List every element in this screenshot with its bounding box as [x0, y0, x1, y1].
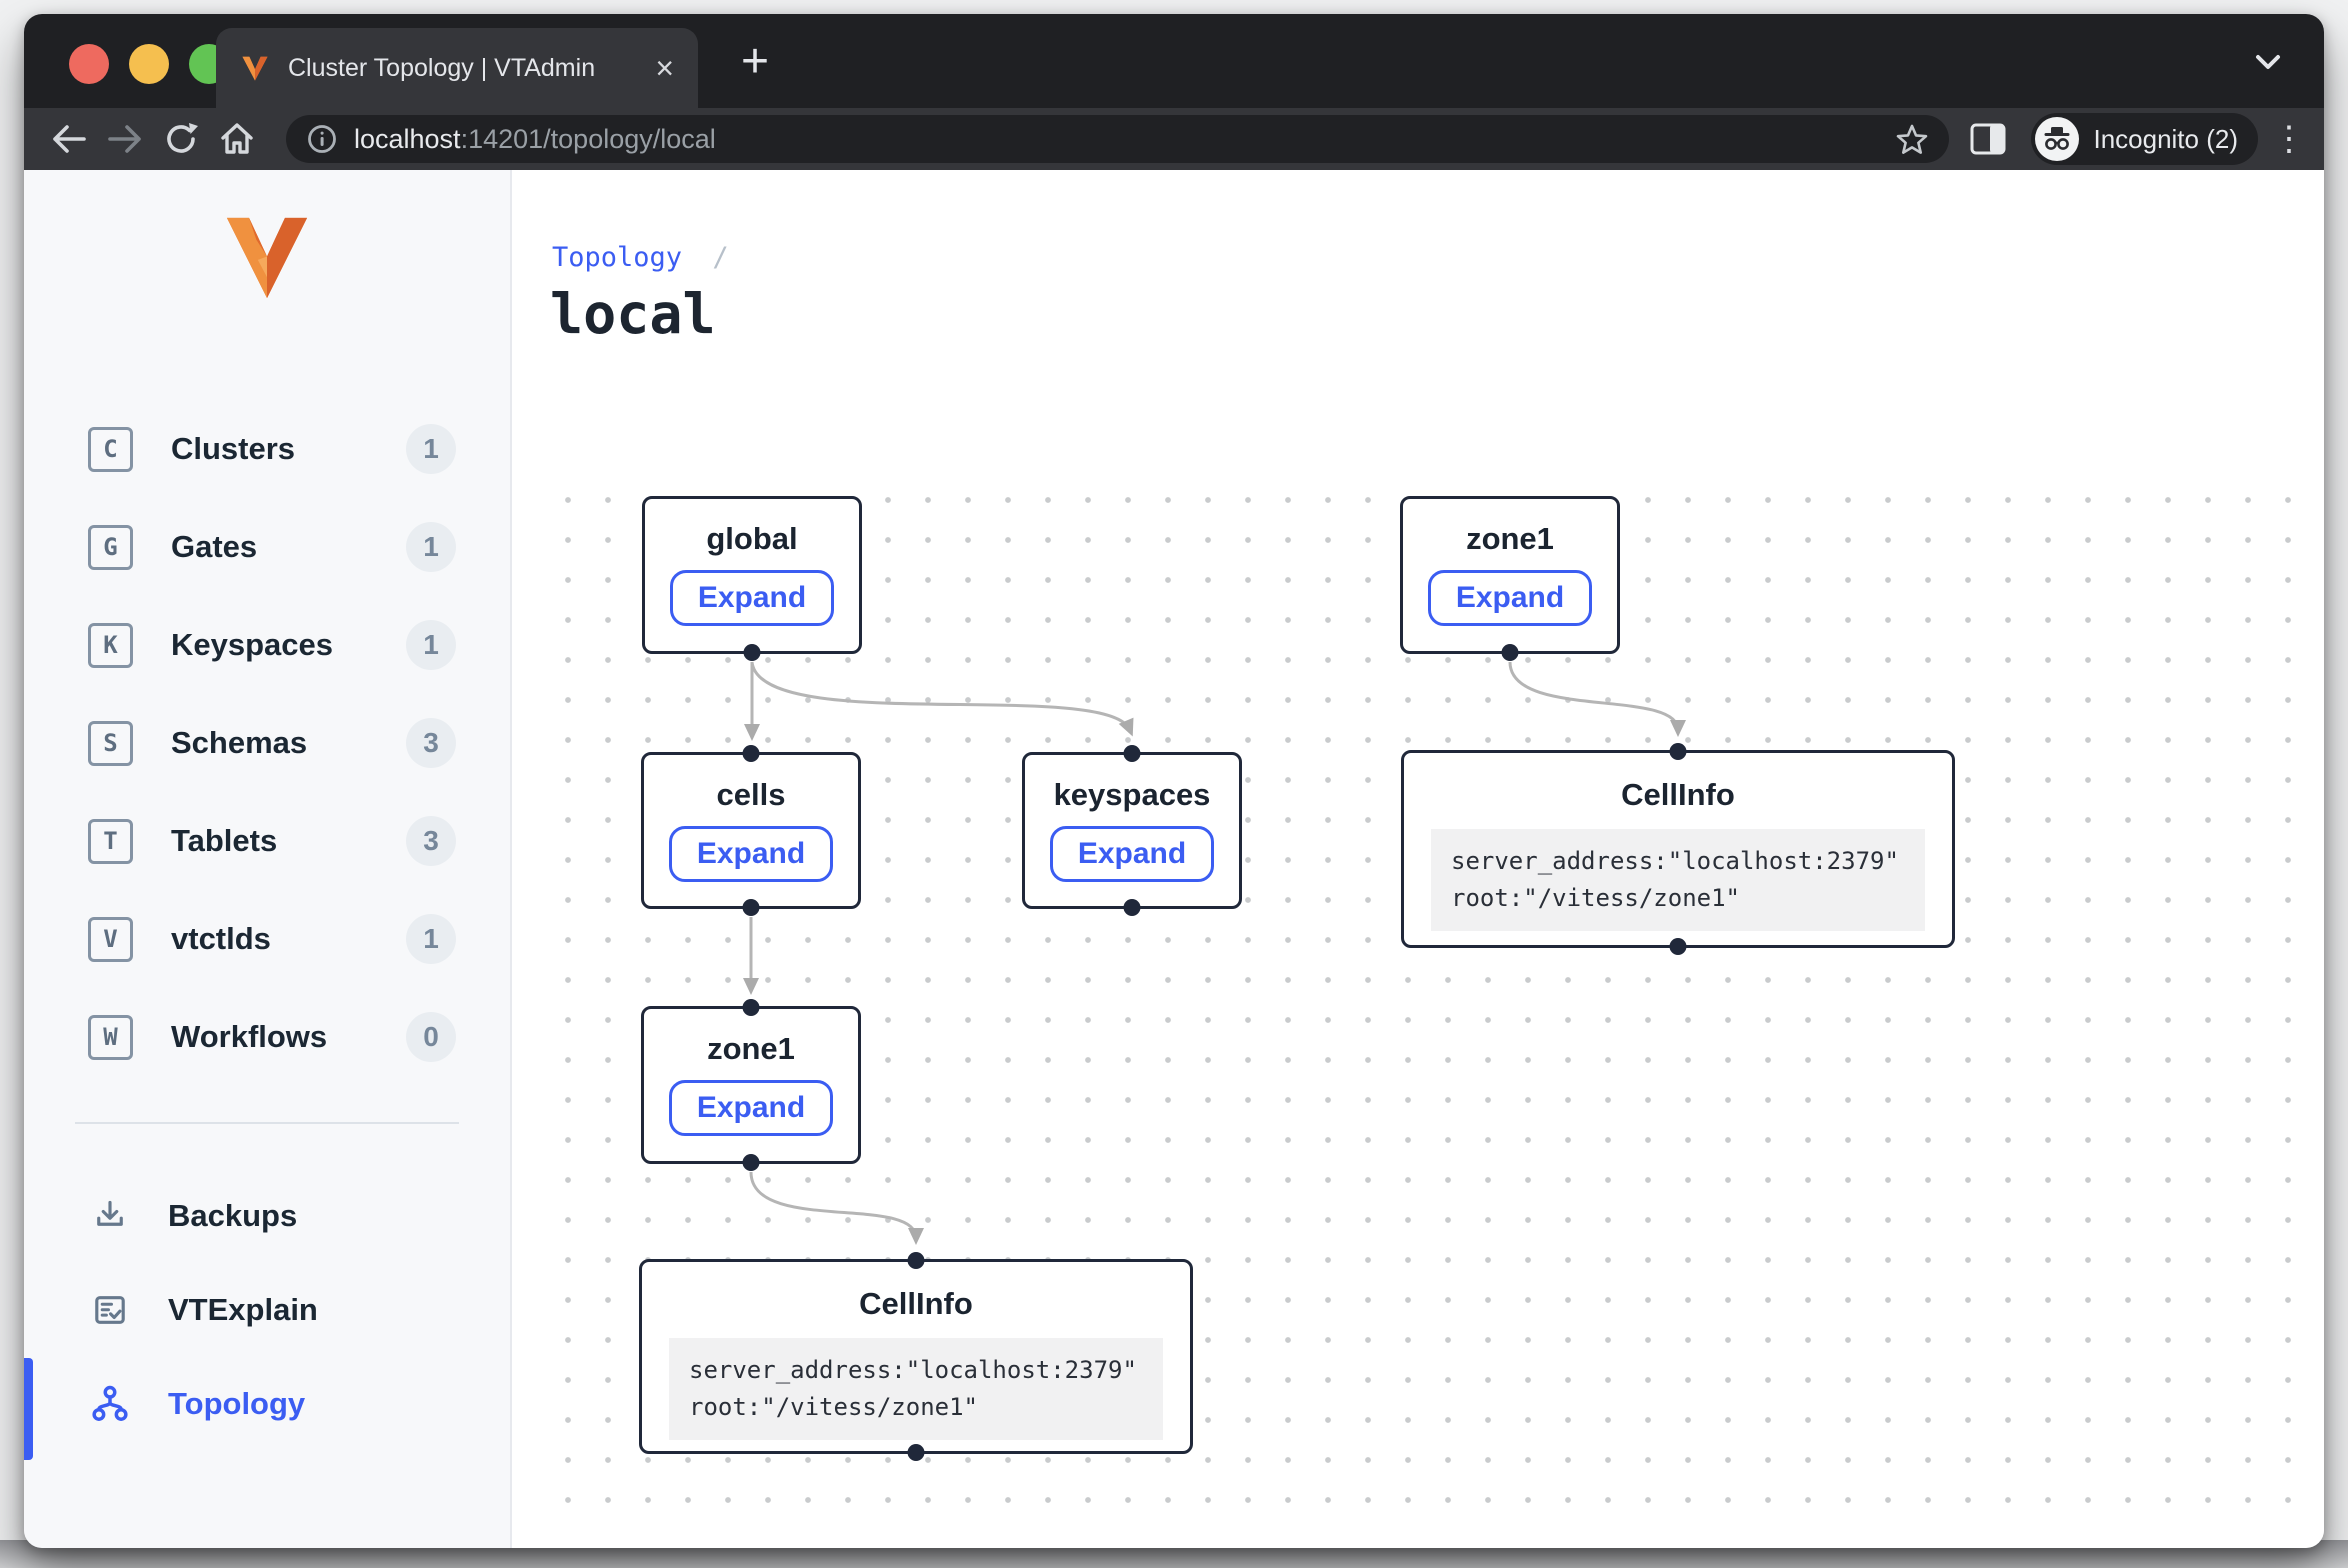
topology-node-cellinfo-right: CellInfo server_address:"localhost:2379"…: [1401, 750, 1955, 948]
count-badge: 1: [406, 424, 456, 474]
gates-icon: G: [88, 525, 133, 570]
connector-dot: [743, 999, 760, 1016]
topology-node-zone1-mid: zone1 Expand: [641, 1006, 861, 1164]
sidebar-item-vtctlds[interactable]: V vtctlds 1: [24, 890, 510, 988]
incognito-label: Incognito (2): [2093, 124, 2238, 155]
bookmark-star-icon[interactable]: [1895, 123, 1929, 155]
connector-dot: [908, 1252, 925, 1269]
expand-button[interactable]: Expand: [669, 826, 833, 882]
topology-node-global: global Expand: [642, 496, 862, 654]
connector-dot: [743, 745, 760, 762]
url-text: localhost:14201/topology/local: [354, 124, 716, 155]
topology-node-zone1-top: zone1 Expand: [1400, 496, 1620, 654]
vitess-logo: [221, 216, 313, 300]
page-content: C Clusters 1 G Gates 1 K Keyspaces 1 S S…: [24, 170, 2324, 1548]
incognito-avatar-icon: [2035, 117, 2079, 161]
sidebar-divider: [75, 1122, 459, 1124]
topology-node-cellinfo-bottom: CellInfo server_address:"localhost:2379"…: [639, 1259, 1193, 1454]
connector-dot: [743, 899, 760, 916]
connector-dot: [1670, 938, 1687, 955]
edge-zone1-cellinfo: [1510, 662, 1678, 730]
sidebar-item-backups[interactable]: Backups: [24, 1169, 510, 1263]
document-check-icon: [86, 1292, 134, 1328]
schemas-icon: S: [88, 721, 133, 766]
sidebar-nav: C Clusters 1 G Gates 1 K Keyspaces 1 S S…: [24, 400, 510, 1086]
count-badge: 1: [406, 522, 456, 572]
topology-node-cells: cells Expand: [641, 752, 861, 909]
expand-button[interactable]: Expand: [1050, 826, 1214, 882]
sidebar-item-gates[interactable]: G Gates 1: [24, 498, 510, 596]
browser-tab[interactable]: Cluster Topology | VTAdmin ×: [216, 28, 698, 108]
tab-title: Cluster Topology | VTAdmin: [288, 54, 595, 83]
connector-dot: [1670, 743, 1687, 760]
expand-button[interactable]: Expand: [1428, 570, 1592, 626]
vitess-favicon: [240, 53, 270, 83]
sidebar-item-schemas[interactable]: S Schemas 3: [24, 694, 510, 792]
cellinfo-code: server_address:"localhost:2379" root:"/v…: [1431, 829, 1925, 931]
home-button[interactable]: [214, 116, 260, 162]
sidebar-item-workflows[interactable]: W Workflows 0: [24, 988, 510, 1086]
url-path: :14201/topology/local: [461, 124, 716, 154]
count-badge: 3: [406, 816, 456, 866]
tablets-icon: T: [88, 819, 133, 864]
sidebar-item-keyspaces[interactable]: K Keyspaces 1: [24, 596, 510, 694]
profile-pill[interactable]: Incognito (2): [2031, 113, 2258, 165]
count-badge: 3: [406, 718, 456, 768]
address-bar[interactable]: localhost:14201/topology/local: [286, 115, 1949, 163]
reload-button[interactable]: [158, 116, 204, 162]
tab-search-chevron-icon[interactable]: [2252, 52, 2284, 72]
tab-close-icon[interactable]: ×: [655, 52, 674, 84]
back-button[interactable]: [46, 116, 92, 162]
new-tab-button[interactable]: +: [730, 36, 780, 86]
count-badge: 0: [406, 1012, 456, 1062]
topology-node-keyspaces: keyspaces Expand: [1022, 752, 1242, 909]
sidebar-item-topology[interactable]: Topology: [24, 1357, 510, 1451]
cellinfo-code: server_address:"localhost:2379" root:"/v…: [669, 1338, 1163, 1440]
minimize-window-button[interactable]: [129, 44, 169, 84]
workflows-icon: W: [88, 1015, 133, 1060]
sidebar-item-tablets[interactable]: T Tablets 3: [24, 792, 510, 890]
vtctlds-icon: V: [88, 917, 133, 962]
connector-dot: [1502, 644, 1519, 661]
keyspaces-icon: K: [88, 623, 133, 668]
edge-zone1mid-cellinfo: [751, 1172, 916, 1238]
connector-dot: [743, 1154, 760, 1171]
topology-icon: [86, 1385, 134, 1423]
browser-window: Cluster Topology | VTAdmin × +: [24, 14, 2324, 1548]
sidebar-item-clusters[interactable]: C Clusters 1: [24, 400, 510, 498]
active-nav-indicator: [24, 1358, 33, 1460]
sidebar-item-vtexplain[interactable]: VTExplain: [24, 1263, 510, 1357]
connector-dot: [908, 1444, 925, 1461]
close-window-button[interactable]: [69, 44, 109, 84]
site-info-icon[interactable]: [306, 123, 338, 155]
forward-button[interactable]: [102, 116, 148, 162]
connector-dot: [1124, 899, 1141, 916]
expand-button[interactable]: Expand: [669, 1080, 833, 1136]
vtadmin-sidebar: C Clusters 1 G Gates 1 K Keyspaces 1 S S…: [24, 170, 512, 1548]
sidebar-tools: Backups VTExplain: [24, 1169, 510, 1451]
clusters-icon: C: [88, 427, 133, 472]
expand-button[interactable]: Expand: [670, 570, 834, 626]
tab-strip: Cluster Topology | VTAdmin × +: [24, 14, 2324, 108]
url-host: localhost: [354, 124, 461, 154]
download-icon: [86, 1198, 134, 1234]
count-badge: 1: [406, 620, 456, 670]
topology-page: Topology / local: [512, 170, 2324, 1548]
count-badge: 1: [406, 914, 456, 964]
side-panel-icon[interactable]: [1965, 116, 2011, 162]
edge-global-keyspaces: [752, 662, 1130, 730]
browser-toolbar: localhost:14201/topology/local: [24, 108, 2324, 170]
browser-menu-icon[interactable]: ⋮: [2272, 119, 2302, 159]
connector-dot: [1124, 745, 1141, 762]
connector-dot: [744, 644, 761, 661]
